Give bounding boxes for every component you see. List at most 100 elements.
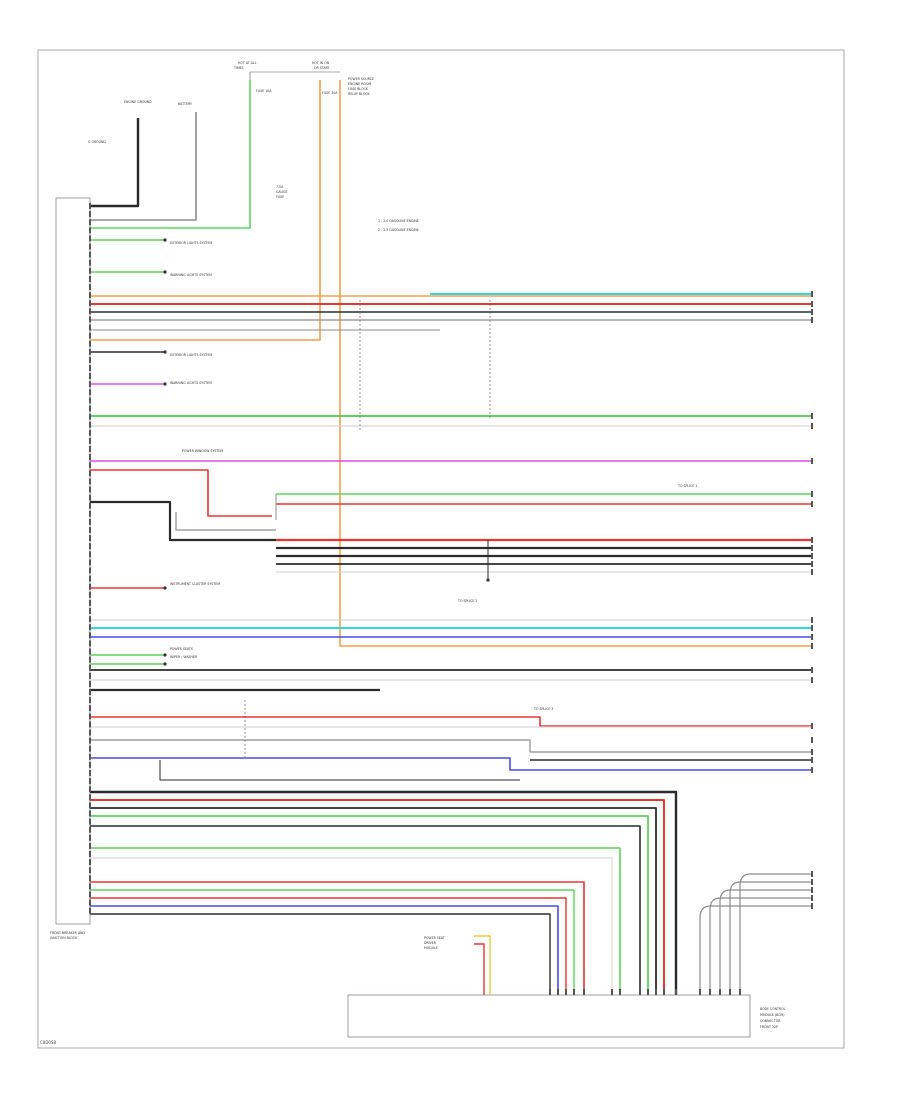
module-pin <box>89 502 91 509</box>
connector-pin <box>739 989 741 995</box>
connector-pin-mark: · <box>628 987 629 991</box>
module-pin <box>89 381 91 388</box>
top-right-note-4: RELAY BLOCK <box>348 92 371 96</box>
connector-pin-mark: · <box>548 987 549 991</box>
module-pin <box>89 227 91 234</box>
right-terminal <box>811 569 813 575</box>
bottom-bundle-9 <box>90 897 567 995</box>
right-terminal <box>811 879 813 885</box>
module-pin <box>89 753 91 760</box>
stub-end-dot <box>163 382 167 386</box>
connector-pin-mark: · <box>620 987 621 991</box>
right-terminal <box>811 413 813 419</box>
connector-pin-mark: · <box>588 987 589 991</box>
top-right-note-1: POWER SOURCE <box>348 77 374 81</box>
module-pin <box>89 729 91 736</box>
side-note-6: INSTRUMENT CLUSTER SYSTEM <box>170 582 220 586</box>
connector-pin-mark: · <box>476 987 477 991</box>
wire-layer <box>90 71 812 995</box>
connector-pin <box>573 989 575 995</box>
connector-pin-mark: · <box>524 987 525 991</box>
module-pin <box>89 300 91 307</box>
side-note-7: POWER SEATS <box>170 647 193 651</box>
jog-gray <box>175 512 276 531</box>
right-terminal <box>811 634 813 640</box>
bottom-bundle-11 <box>90 913 551 995</box>
module-pin <box>89 721 91 728</box>
right-terminal <box>811 301 813 307</box>
module-pin <box>89 243 91 250</box>
module-pin <box>89 284 91 290</box>
bottom-bundle-4 <box>90 825 641 995</box>
right-terminal <box>811 545 813 551</box>
right-harness-0 <box>739 873 812 995</box>
module-pin <box>89 454 91 461</box>
right-terminal <box>811 561 813 567</box>
splice2-dot <box>486 578 490 582</box>
left-module-label-1: FRONT BREAKER AND <box>50 931 85 935</box>
module-pin <box>89 324 91 331</box>
module-pin <box>89 583 91 590</box>
module-pin <box>89 648 91 655</box>
side-note-4: WARNING LIGHTS SYSTEM <box>170 381 212 385</box>
module-pin <box>89 737 91 744</box>
module-pin <box>89 689 91 695</box>
module-pin <box>89 859 91 866</box>
module-pin <box>89 761 91 768</box>
stub-end-dot <box>163 586 167 590</box>
module-pin <box>89 527 91 533</box>
bottom-left-note-3: MODULE <box>424 946 438 950</box>
module-pin <box>89 575 91 582</box>
jog-black <box>90 500 276 542</box>
connector-pin-mark: · <box>380 987 381 991</box>
connector-pin-mark: · <box>388 987 389 991</box>
connector-pin-mark: · <box>668 987 669 991</box>
right-terminal <box>811 625 813 631</box>
connector-pin-mark: · <box>604 987 605 991</box>
connector-pin-mark: · <box>356 987 357 991</box>
module-pin <box>89 356 91 363</box>
connector-pin <box>583 989 585 995</box>
stub-end-dot <box>163 270 167 274</box>
bottom-bundle-6 <box>90 857 613 995</box>
module-pin <box>89 470 91 477</box>
ground-wire-b <box>90 112 197 221</box>
bottom-bundle-0 <box>90 790 678 995</box>
right-terminal <box>811 317 813 323</box>
connector-pin-mark: · <box>508 987 509 991</box>
left-module-label-2: JUNCTION BLOCK <box>49 936 78 940</box>
bottom-bundle-10 <box>90 905 559 995</box>
module-pin <box>89 664 91 671</box>
ground-left-label: G GROUND <box>88 140 106 144</box>
module-pin <box>89 494 91 501</box>
bottom-left-note-1: POWER SEAT <box>424 936 445 940</box>
module-pin <box>89 413 91 420</box>
module-pin <box>89 251 91 258</box>
module-pin <box>89 405 91 412</box>
connector-pin <box>709 989 711 995</box>
module-pin <box>89 786 91 793</box>
connector-pin-mark: · <box>516 987 517 991</box>
module-pin <box>89 705 91 712</box>
module-pin <box>89 462 91 469</box>
bottom-connector-label-1: BODY CONTROL <box>760 1007 786 1011</box>
right-terminal <box>811 767 813 773</box>
right-terminal <box>811 491 813 497</box>
module-pin <box>89 259 91 266</box>
ground-wire-a <box>90 118 140 208</box>
right-terminal <box>811 553 813 559</box>
module-pin <box>89 883 91 890</box>
module-pin <box>89 535 91 542</box>
connector-pin-mark: · <box>596 987 597 991</box>
module-pin <box>89 851 91 857</box>
module-pin <box>89 656 91 663</box>
module-pin <box>89 478 91 485</box>
right-terminal <box>811 871 813 877</box>
connector-pin <box>655 989 657 995</box>
connector-pin-mark: · <box>372 987 373 991</box>
module-pin <box>89 778 91 785</box>
right-terminal <box>811 895 813 901</box>
fuse-green-feed <box>90 80 251 229</box>
module-pin <box>89 267 91 274</box>
